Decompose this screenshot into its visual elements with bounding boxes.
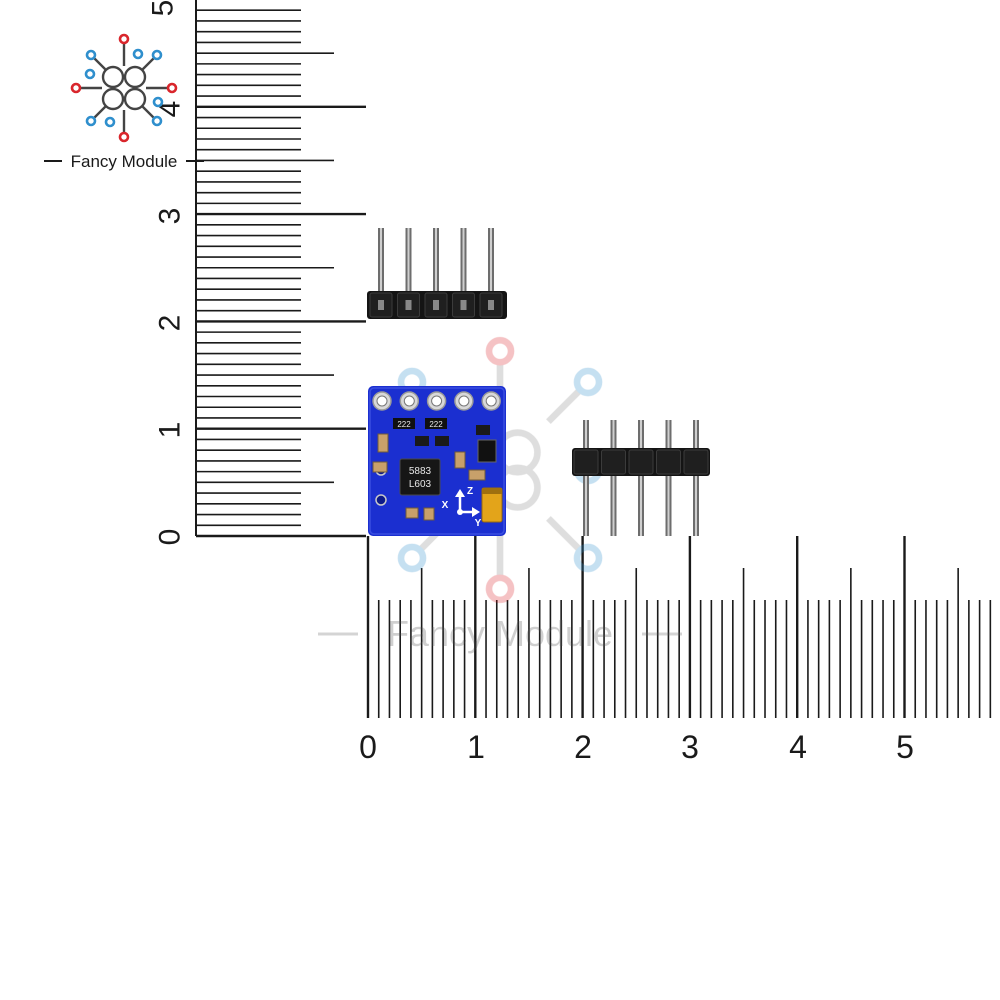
vertical-ruler: 0 1 2 3 4 5	[147, 0, 366, 546]
axis-indicator: X Y Z	[442, 486, 482, 529]
header-pin-highlight	[407, 228, 410, 298]
horizontal-ruler-ticks	[366, 536, 992, 718]
pin-header-vertical-blocks	[369, 292, 503, 318]
vertical-ruler-ticks	[195, 0, 366, 538]
brand-logo: Fancy Module	[44, 33, 204, 171]
header-pin-highlight	[612, 420, 615, 536]
horizontal-label-0: 0	[359, 729, 377, 765]
cap-label-2: 222	[429, 420, 443, 429]
axis-label-y: Y	[475, 518, 482, 529]
horizontal-label-3: 3	[681, 729, 699, 765]
header-pin-highlight	[695, 420, 697, 536]
vertical-label-5: 5	[147, 0, 180, 16]
pin-header-vertical-pins	[378, 228, 494, 298]
header-block	[656, 449, 681, 475]
pin-header-vertical	[367, 228, 507, 319]
board-pin-hole	[458, 395, 470, 407]
header-pin-highlight	[585, 420, 587, 536]
header-block	[573, 449, 599, 475]
board-pin-holes	[372, 391, 501, 411]
header-pin-highlight	[462, 228, 465, 298]
cap-label-1: 222	[397, 420, 411, 429]
header-pin-stub	[460, 300, 467, 310]
horizontal-label-1: 1	[467, 729, 485, 765]
watermark-text: Fancy Module	[387, 613, 613, 654]
chip-marking-2: L603	[409, 479, 432, 490]
vertical-label-1: 1	[154, 422, 187, 439]
header-block	[683, 449, 709, 475]
brand-logo-text: Fancy Module	[71, 152, 178, 171]
header-pin-highlight	[640, 420, 642, 536]
sensor-board: 222 222 5883 L603 X Y Z	[368, 386, 506, 536]
circuit-logo-icon	[70, 33, 178, 143]
header-pin-stub	[488, 300, 494, 310]
header-pin-highlight	[667, 420, 670, 536]
board-pin-hole	[376, 395, 388, 407]
axis-label-x: X	[442, 500, 449, 511]
pin-header-horizontal-pins	[583, 420, 699, 536]
board-pin-hole	[485, 395, 497, 407]
vertical-label-2: 2	[154, 315, 187, 332]
chip-marking-1: 5883	[409, 466, 432, 477]
horizontal-label-5: 5	[896, 729, 914, 765]
board-pin-hole	[431, 395, 443, 407]
header-block	[628, 449, 654, 475]
horizontal-label-4: 4	[789, 729, 807, 765]
horizontal-ruler: 0 1 2 3 4 5	[359, 536, 992, 765]
header-pin-highlight	[435, 228, 437, 298]
pin-header-horizontal-blocks	[573, 449, 709, 475]
header-block	[601, 449, 626, 475]
header-pin-highlight	[380, 228, 382, 298]
board-pin-hole	[403, 395, 415, 407]
axis-label-z: Z	[467, 486, 473, 497]
header-pin-stub	[378, 300, 384, 310]
vertical-label-0: 0	[154, 529, 187, 546]
header-pin-stub	[405, 300, 412, 310]
pin-header-horizontal	[572, 420, 710, 536]
horizontal-label-2: 2	[574, 729, 592, 765]
header-pin-stub	[433, 300, 439, 310]
vertical-label-3: 3	[154, 208, 187, 225]
header-pin-highlight	[490, 228, 492, 298]
